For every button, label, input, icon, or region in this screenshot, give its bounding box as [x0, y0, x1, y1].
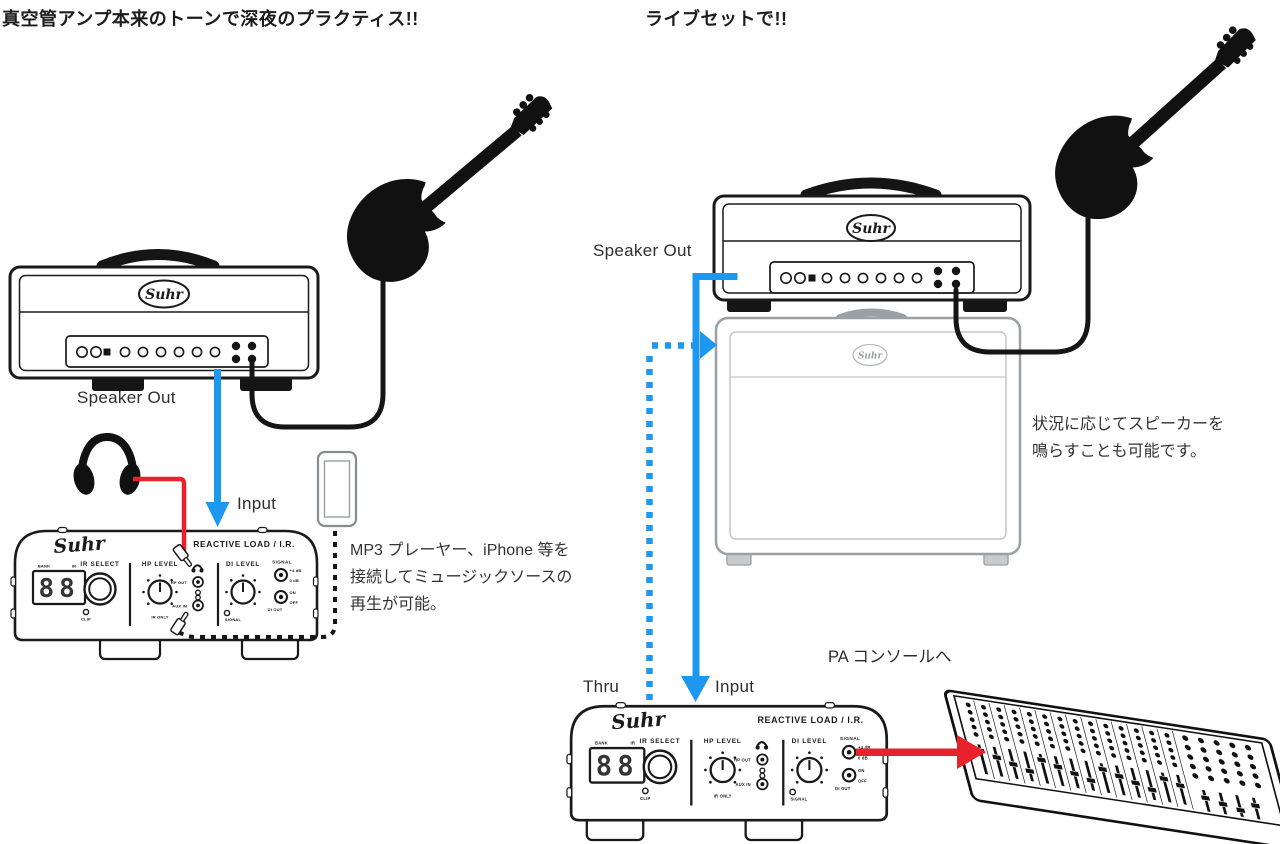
guitar-cable: [249, 279, 386, 430]
input-label-right: Input: [715, 677, 755, 696]
aux-plug: [170, 611, 189, 636]
amp-control-panel: [769, 261, 975, 294]
input-label-left: Input: [237, 494, 277, 513]
cabinet-note-line2: 鳴らすことも可能です。: [1032, 443, 1207, 460]
di-out-label: DI OUT: [835, 786, 851, 791]
thru-label: Thru: [583, 677, 620, 696]
model-name: REACTIVE LOAD / I.R.: [193, 539, 295, 549]
speaker-out-label-left: Speaker Out: [77, 388, 176, 407]
speaker-out-to-input-arrow-right: [681, 273, 738, 702]
hp-out-label: HP OUT: [171, 580, 188, 585]
on-label: ON: [290, 590, 296, 595]
aux-in-label: AUX IN: [172, 604, 187, 609]
off-label: OFF: [858, 779, 867, 784]
model-name: REACTIVE LOAD / I.R.: [758, 715, 864, 725]
bank-label: BANK: [38, 564, 50, 569]
speaker-out-jack: [951, 266, 961, 276]
guitar-cable: [953, 207, 1091, 355]
clip-label: CLIP: [81, 617, 91, 622]
suhr-logo: Suhr: [145, 287, 184, 303]
headphone-plug: [172, 543, 193, 567]
speaker-out-to-input-arrow: [205, 369, 230, 527]
mp3-note-line1: MP3 プレーヤー、iPhone 等を: [350, 542, 570, 559]
headphones-icon: [73, 432, 141, 495]
right-scene-title: ライブセットで!!: [645, 9, 788, 29]
clip-label: CLIP: [640, 796, 650, 801]
hp-level-label: HP LEVEL: [142, 561, 178, 568]
aux-cable-dashed: [177, 529, 337, 639]
di-out-to-pa-arrow: [856, 735, 986, 769]
display-digits: 88: [39, 574, 80, 604]
ir-label: IR: [631, 740, 636, 745]
plus4-label: +4 dB: [858, 745, 870, 750]
signal-led-label: SIGNAL: [790, 796, 807, 801]
suhr-logo: Suhr: [53, 532, 108, 558]
suhr-logo: Suhr: [858, 352, 884, 362]
di-out-label: DI OUT: [268, 607, 283, 612]
amp-handle: [96, 249, 220, 272]
mp3-note-line2: 接続してミュージックソースの: [350, 569, 573, 586]
off-label: OFF: [290, 600, 299, 605]
amp-handle: [800, 177, 942, 201]
amp-head-right: Suhr: [712, 177, 1032, 312]
display-digits: 88: [596, 751, 639, 782]
speaker-out-jack: [247, 341, 257, 351]
cabinet-handle: [836, 308, 907, 322]
hp-level-knob: [709, 756, 736, 784]
amp-head-left: Suhr: [8, 249, 320, 391]
guitar-icon-left: [346, 93, 553, 282]
aux-in-label: AUX IN: [736, 782, 751, 787]
mp3-note: MP3 プレーヤー、iPhone 等を 接続してミュージックソースの 再生が可能…: [350, 537, 572, 618]
zero-label: 0 dB: [858, 756, 868, 761]
ir-only-label: IR ONLY: [151, 615, 168, 620]
cabinet-note-line1: 状況に応じてスピーカーを: [1032, 416, 1225, 433]
logo-badge: [138, 279, 190, 309]
plus4-label: +4 dB: [290, 568, 302, 573]
di-level-label: DI LEVEL: [792, 738, 827, 745]
on-label: ON: [858, 768, 865, 773]
speaker-cabinet-icon: Suhr: [714, 308, 1022, 566]
speaker-out-label-right: Speaker Out: [593, 241, 692, 260]
pa-console-label: PA コンソールへ: [828, 648, 952, 666]
left-scene-title: 真空管アンプ本来のトーンで深夜のプラクティス!!: [2, 9, 419, 29]
signal-label: SIGNAL: [272, 560, 292, 565]
hp-out-label: HP OUT: [734, 758, 751, 763]
amp-foot: [92, 376, 144, 391]
hp-level-label: HP LEVEL: [704, 738, 742, 745]
smartphone-icon: [316, 450, 358, 528]
thru-to-cabinet-dotted-line: [646, 331, 717, 700]
pa-mixer-icon: [943, 689, 1280, 844]
headphone-cable: [133, 476, 187, 553]
ir-only-label: IR ONLY: [714, 794, 732, 799]
signal-led-label: SIGNAL: [225, 617, 242, 622]
amp-foot: [963, 299, 1007, 312]
cabinet-note: 状況に応じてスピーカーを 鳴らすことも可能です。: [1032, 411, 1224, 465]
logo-badge: [852, 343, 888, 367]
reactive-load-device-left: Suhr REACTIVE LOAD / I.R. BANK IR 88 IR …: [10, 526, 319, 661]
suhr-logo: Suhr: [852, 221, 891, 237]
amp-foot: [727, 299, 771, 312]
mp3-note-line3: 再生が可能。: [350, 596, 447, 613]
signal-label: SIGNAL: [840, 736, 861, 742]
ir-label: IR: [72, 564, 76, 569]
bank-label: BANK: [595, 740, 608, 745]
suhr-logo: Suhr: [611, 706, 668, 734]
guitar-icon-right: [1055, 26, 1256, 220]
di-level-label: DI LEVEL: [226, 561, 260, 568]
ir-select-label: IR SELECT: [639, 738, 680, 745]
amp-control-panel: [65, 335, 269, 368]
ir-select-label: IR SELECT: [80, 561, 119, 568]
logo-badge: [846, 214, 896, 242]
zero-label: 0 dB: [290, 578, 299, 583]
reactive-load-device-right: Suhr REACTIVE LOAD / I.R. BANK IR 88 IR …: [566, 701, 889, 842]
di-level-knob: [796, 756, 823, 784]
